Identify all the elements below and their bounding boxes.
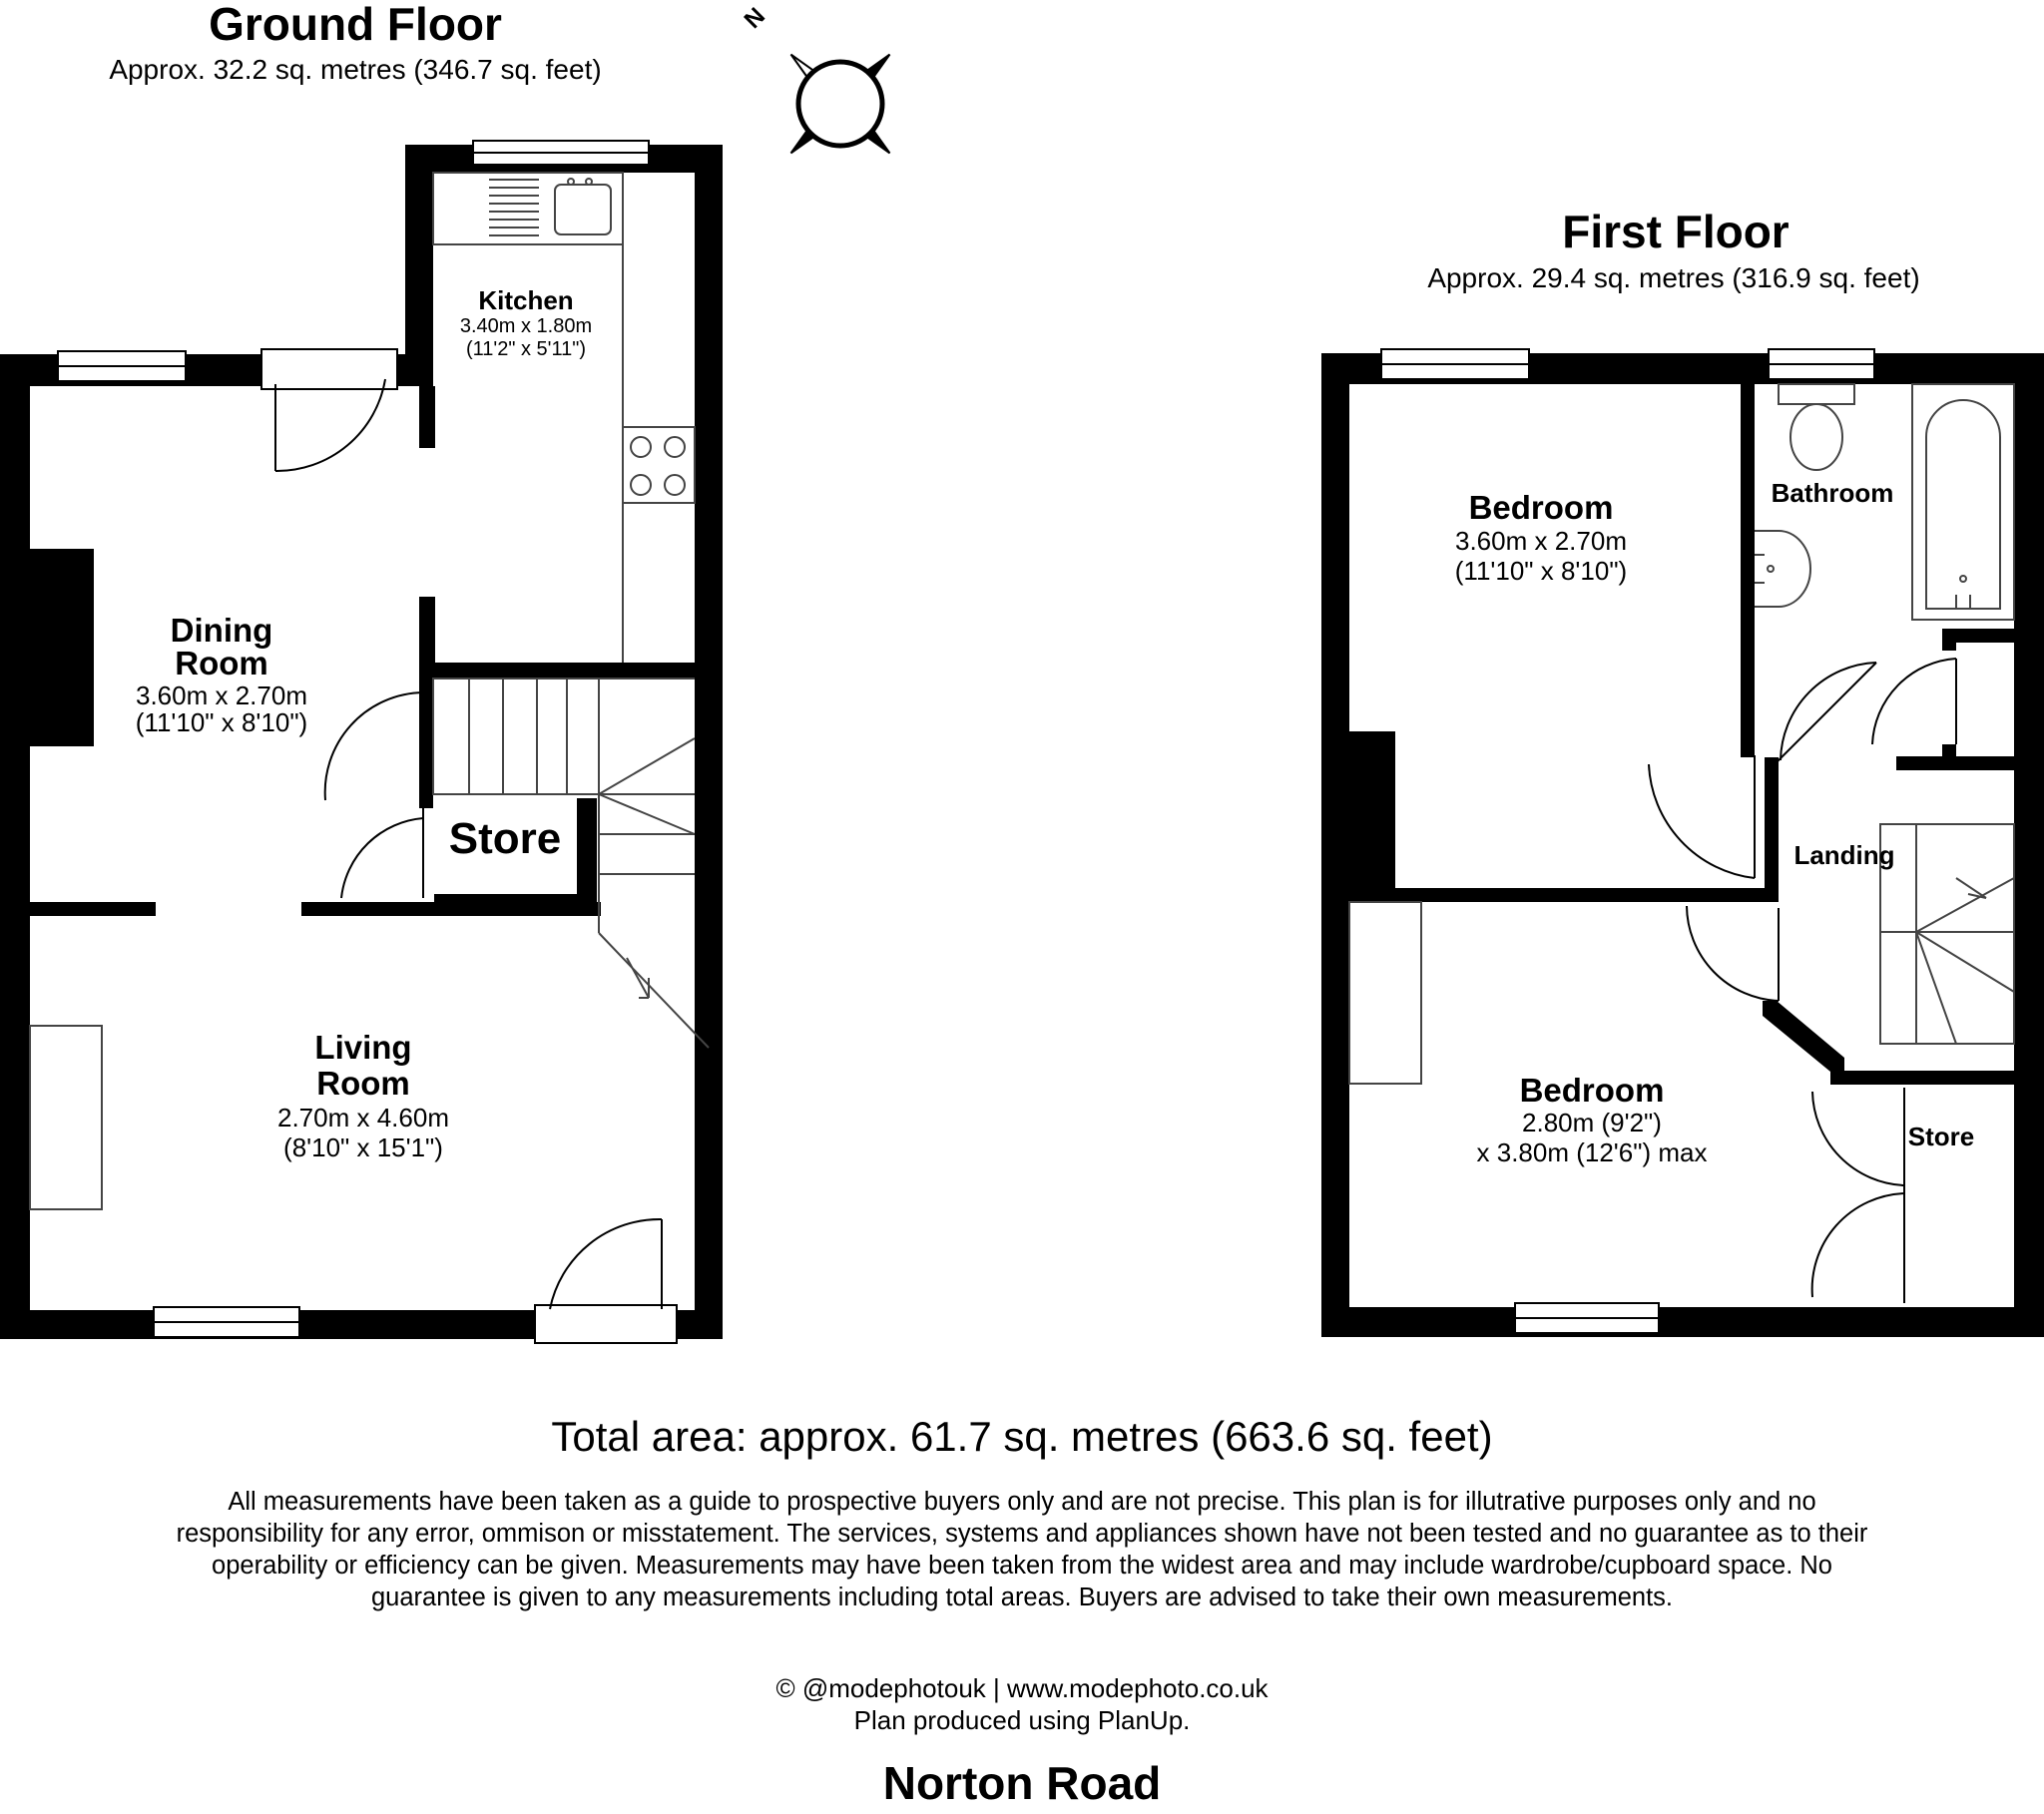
total-area: Total area: approx. 61.7 sq. metres (663… xyxy=(551,1413,1493,1460)
bedroom1-dim-m: 3.60m x 2.70m xyxy=(1455,526,1627,556)
dining-room-label-2: Room xyxy=(175,645,268,681)
compass-icon: N xyxy=(740,3,891,155)
kitchen-fixtures xyxy=(432,172,696,663)
ground-floor-stairs xyxy=(432,678,710,1049)
disclaimer-text: All measurements have been taken as a gu… xyxy=(176,1488,1868,1611)
first-floor-windows xyxy=(1380,348,1875,1334)
stair-edge xyxy=(695,679,709,1046)
kitchen-dim-m: 3.40m x 1.80m xyxy=(460,315,592,337)
fireplace-icon xyxy=(29,1025,103,1210)
bedroom2-dim-line1: 2.80m (9'2") xyxy=(1522,1108,1662,1137)
ground-floor-windows xyxy=(57,140,650,1338)
living-room-dim-ft: (8'10" x 15'1") xyxy=(283,1133,443,1162)
first-floor-area: Approx. 29.4 sq. metres (316.9 sq. feet) xyxy=(1427,262,1919,293)
bedroom1-dim-ft: (11'10" x 8'10") xyxy=(1455,556,1627,586)
living-room-label-1: Living xyxy=(314,1029,411,1066)
toilet-icon xyxy=(1789,403,1843,471)
bedroom2-dim-line2: x 3.80m (12'6") max xyxy=(1477,1137,1708,1167)
first-store-label: Store xyxy=(1908,1122,1974,1151)
dining-room-dim-ft: (11'10" x 8'10") xyxy=(136,707,307,737)
ground-floor-area: Approx. 32.2 sq. metres (346.7 sq. feet) xyxy=(109,54,601,85)
credit-block: © @modephotouk | www.modephoto.co.uk Pla… xyxy=(0,1672,2044,1736)
first-floor-stairs xyxy=(1879,823,2015,1045)
dining-room-label-1: Dining xyxy=(171,612,273,649)
ground-floor-plan: Ground Floor Approx. 32.2 sq. metres (34… xyxy=(0,0,723,1344)
living-room-dim-m: 2.70m x 4.60m xyxy=(277,1103,449,1133)
toilet-cistern-icon xyxy=(1778,383,1855,405)
wardrobe-icon xyxy=(1348,901,1422,1085)
credit-line-2: Plan produced using PlanUp. xyxy=(853,1705,1191,1735)
first-floor-plan: First Floor Approx. 29.4 sq. metres (316… xyxy=(1321,206,2044,1337)
basin-icon xyxy=(1755,530,1811,608)
ground-floor-title: Ground Floor xyxy=(209,0,502,50)
kitchen-dim-ft: (11'2" x 5'11") xyxy=(466,338,586,360)
ground-store-label: Store xyxy=(449,814,561,863)
sink-icon xyxy=(554,184,612,235)
landing-label: Landing xyxy=(1793,840,1894,870)
first-floor-title: First Floor xyxy=(1562,206,1789,257)
bathroom-fixtures xyxy=(1755,383,2015,621)
bathroom-label: Bathroom xyxy=(1772,478,1894,508)
dining-room-dim-m: 3.60m x 2.70m xyxy=(136,680,307,710)
first-floor-doors xyxy=(1648,658,1957,1303)
bedroom1-label: Bedroom xyxy=(1469,489,1614,526)
hob-icon xyxy=(622,426,696,504)
street-name: Norton Road xyxy=(882,1757,1162,1809)
ground-floor-door-openings xyxy=(260,348,678,1344)
bedroom2-label: Bedroom xyxy=(1520,1072,1665,1109)
kitchen-label: Kitchen xyxy=(478,285,573,315)
compass-north-label: N xyxy=(740,3,770,34)
ground-floor-doors xyxy=(274,378,663,1310)
living-room-label-2: Room xyxy=(316,1065,410,1102)
bath-icon xyxy=(1911,383,2015,621)
credit-line-1: © @modephotouk | www.modephoto.co.uk xyxy=(775,1673,1269,1703)
first-floor-walls xyxy=(1321,353,2044,1337)
